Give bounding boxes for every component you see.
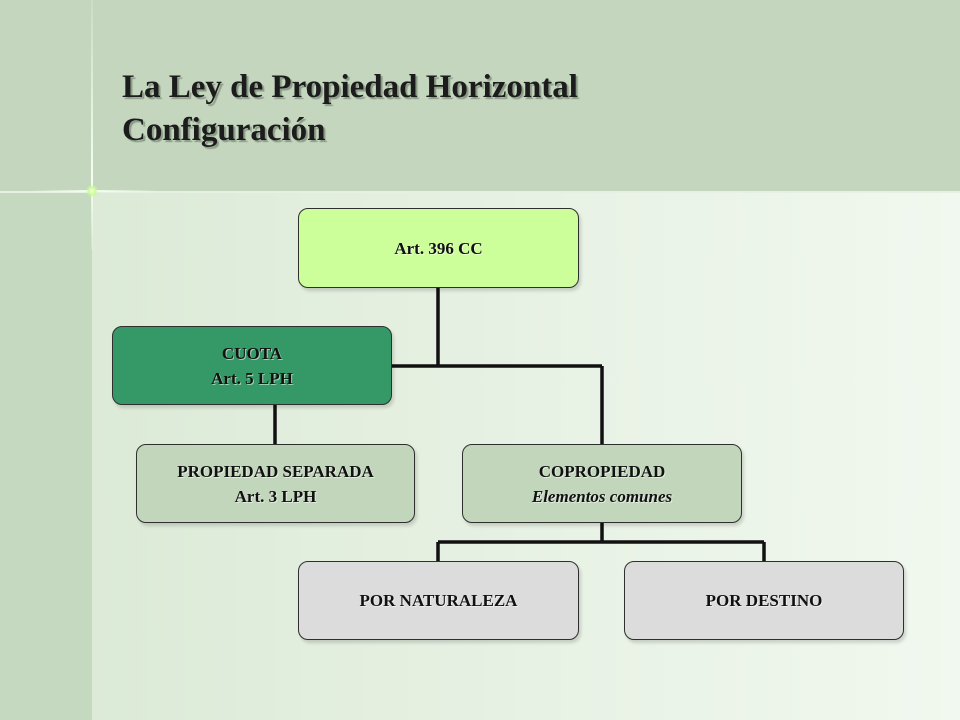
node-por-destino: POR DESTINO [624,561,904,640]
node-art-396-cc: Art. 396 CC [298,208,579,288]
node-propiedad-separada-article: Art. 3 LPH [234,486,317,506]
node-cuota: CUOTA Art. 5 LPH [112,326,392,405]
node-por-destino-label: POR DESTINO [705,591,823,610]
node-cuota-label: CUOTA [221,343,283,363]
node-copropiedad: COPROPIEDAD Elementos comunes [462,444,742,523]
slide-title-line1: La Ley de Propiedad Horizontal [122,69,578,105]
node-por-naturaleza-label: POR NATURALEZA [359,591,518,610]
node-cuota-article: Art. 5 LPH [211,368,293,388]
slide-title: La Ley de Propiedad Horizontal Configura… [122,66,578,152]
sparkle-vertical-ray [91,0,93,250]
node-propiedad-separada: PROPIEDAD SEPARADA Art. 3 LPH [136,444,415,523]
header-band [0,0,960,192]
node-copropiedad-label: COPROPIEDAD [538,461,666,481]
sparkle-icon [86,185,98,197]
node-propiedad-separada-label: PROPIEDAD SEPARADA [177,461,374,481]
slide-title-line2: Configuración [122,112,326,148]
node-copropiedad-subtitle: Elementos comunes [531,486,673,506]
node-root-label: Art. 396 CC [394,238,483,258]
node-por-naturaleza: POR NATURALEZA [298,561,579,640]
header-divider [0,191,960,193]
